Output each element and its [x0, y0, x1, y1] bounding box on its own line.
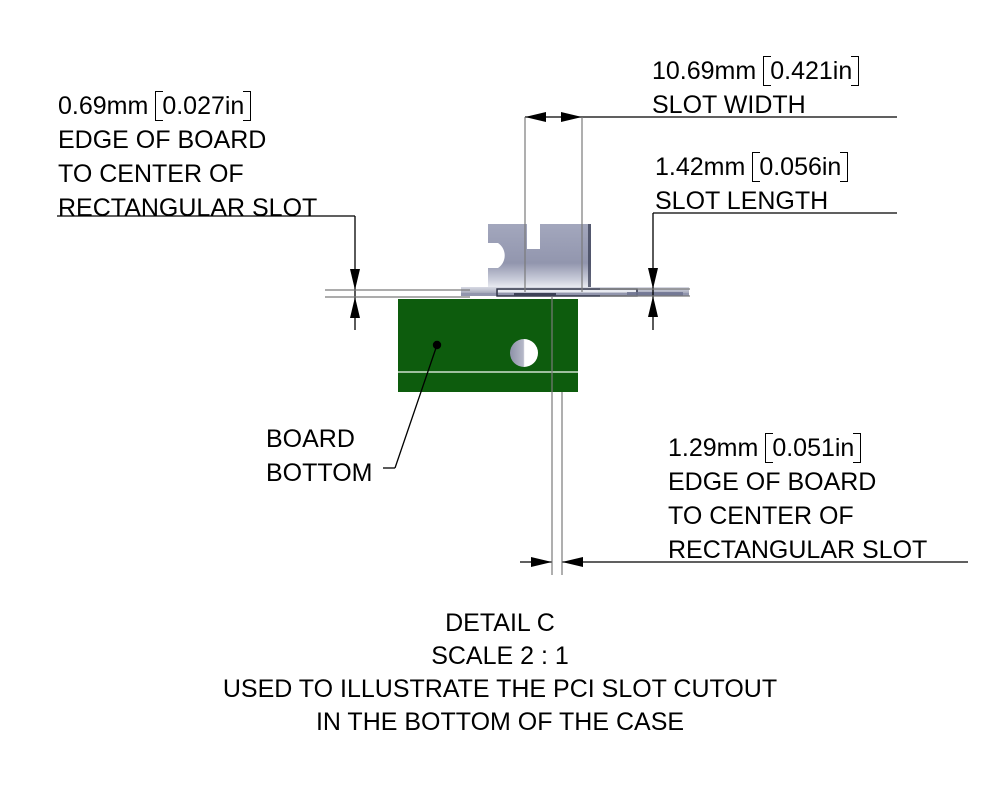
- pcb-board-graphic: [383, 299, 578, 469]
- detail-caption: DETAIL C SCALE 2 : 1 USED TO ILLUSTRATE …: [0, 607, 1000, 739]
- dimension-edge-bottom: [520, 296, 968, 575]
- slot-dark-fill: [514, 293, 556, 296]
- edge-bottom-arrow-right: [562, 557, 583, 567]
- slot-length-arrow-bottom: [648, 296, 658, 317]
- caption-line-2: SCALE 2 : 1: [431, 642, 569, 670]
- bracket-flange-shadow: [461, 293, 689, 296]
- edge-left-inch-text: 0.027in: [162, 92, 245, 120]
- annotation-edge-bottom: 1.29mm 0.051in EDGE OF BOARD TO CENTER O…: [668, 431, 927, 567]
- edge-left-inch: 0.027in: [155, 91, 252, 121]
- bracket-body: [488, 224, 591, 287]
- edge-left-label-line3: RECTANGULAR SLOT: [58, 194, 318, 222]
- edge-bottom-label-line3: RECTANGULAR SLOT: [668, 536, 928, 564]
- slot-width-value-row: 10.69mm 0.421in: [652, 54, 860, 88]
- dimension-slot-length: [600, 212, 897, 330]
- slot-length-arrow-top: [648, 268, 658, 289]
- edge-bottom-inch: 0.051in: [765, 433, 862, 463]
- edge-bottom-label-line2: TO CENTER OF: [668, 502, 854, 530]
- slot-length-value-row: 1.42mm 0.056in: [655, 150, 849, 184]
- slot-length-mm: 1.42mm: [655, 153, 746, 181]
- slot-right-shade: [627, 292, 683, 296]
- caption-line-1: DETAIL C: [445, 609, 555, 637]
- annotation-board-bottom: BOARD BOTTOM: [266, 422, 372, 490]
- edge-bottom-inch-text: 0.051in: [772, 434, 855, 462]
- slot-width-arrow-left: [525, 112, 546, 122]
- edge-bottom-mm: 1.29mm: [668, 434, 759, 462]
- slot-width-arrow-right: [561, 112, 582, 122]
- edge-left-label-line1: EDGE OF BOARD: [58, 126, 267, 154]
- slot-width-inch: 0.421in: [763, 56, 860, 86]
- annotation-slot-width: 10.69mm 0.421in SLOT WIDTH: [652, 54, 860, 122]
- edge-bottom-arrow-left: [531, 557, 552, 567]
- slot-width-label: SLOT WIDTH: [652, 91, 806, 119]
- board-bottom-label-line1: BOARD: [266, 425, 355, 453]
- slot-width-inch-text: 0.421in: [770, 57, 853, 85]
- edge-bottom-value-row: 1.29mm 0.051in: [668, 431, 927, 465]
- slot-length-inch-text: 0.056in: [759, 153, 842, 181]
- caption-line-3: USED TO ILLUSTRATE THE PCI SLOT CUTOUT: [222, 675, 778, 703]
- edge-left-label-line2: TO CENTER OF: [58, 160, 244, 188]
- board-bottom-leader-line: [394, 344, 438, 469]
- caption-line-4: IN THE BOTTOM OF THE CASE: [315, 708, 685, 736]
- annotation-slot-length: 1.42mm 0.056in SLOT LENGTH: [655, 150, 849, 218]
- board-bottom-label-line2: BOTTOM: [266, 459, 373, 487]
- dimension-slot-width: [524, 112, 897, 292]
- dimension-edge-left: [57, 215, 470, 330]
- bracket-right-edge: [588, 224, 591, 287]
- edge-bottom-label-line1: EDGE OF BOARD: [668, 468, 877, 496]
- edge-left-value-row: 0.69mm 0.027in: [58, 89, 317, 123]
- edge-left-arrow-bottom: [350, 297, 360, 318]
- annotation-edge-left: 0.69mm 0.027in EDGE OF BOARD TO CENTER O…: [58, 89, 317, 225]
- edge-left-mm: 0.69mm: [58, 92, 149, 120]
- slot-length-label: SLOT LENGTH: [655, 187, 829, 215]
- slot-width-mm: 10.69mm: [652, 57, 757, 85]
- board-hole: [510, 339, 538, 367]
- pci-bracket-graphic: [461, 224, 689, 297]
- slot-highlight: [498, 290, 636, 293]
- edge-left-arrow-top: [350, 269, 360, 290]
- slot-length-inch: 0.056in: [752, 152, 849, 182]
- board-body: [398, 299, 578, 392]
